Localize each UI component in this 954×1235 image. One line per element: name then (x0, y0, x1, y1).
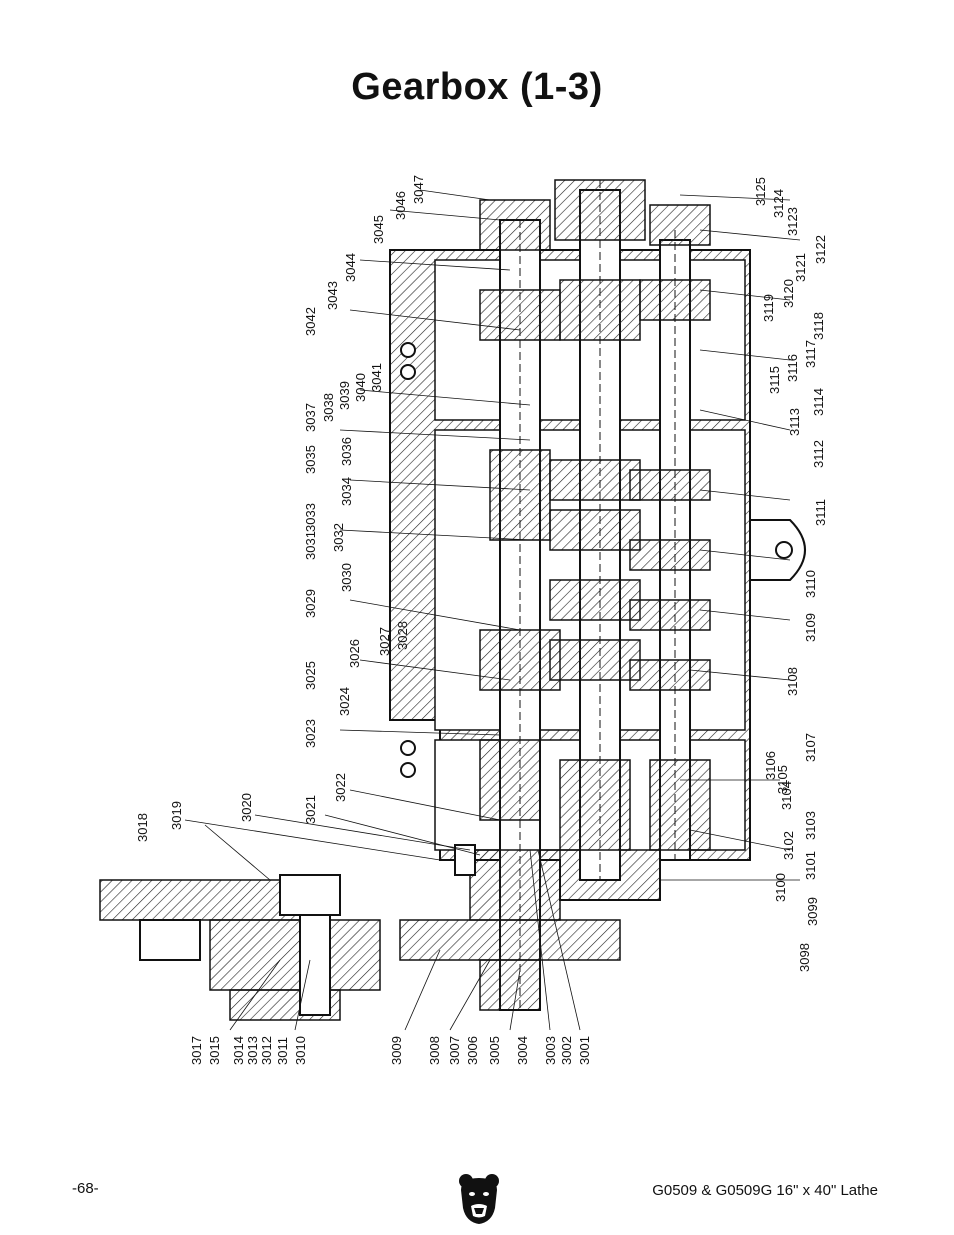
part-label: 3115 (767, 366, 782, 394)
manual-title: G0509 & G0509G 16" x 40" Lathe (652, 1182, 878, 1199)
part-label: 3120 (781, 279, 796, 308)
part-label: 3012 (259, 1036, 274, 1065)
part-label: 3117 (803, 340, 818, 368)
part-label: 3014 (231, 1036, 246, 1065)
part-label: 3038 (321, 393, 336, 422)
part-label: 3109 (803, 613, 818, 642)
part-label: 3015 (207, 1036, 222, 1065)
part-label: 3116 (785, 354, 800, 382)
part-label: 3003 (543, 1036, 558, 1065)
part-label: 3022 (333, 773, 348, 802)
bear-logo-icon (458, 1172, 500, 1226)
part-label: 3030 (339, 563, 354, 592)
part-label: 3031 (303, 531, 318, 560)
part-label: 3037 (303, 403, 318, 432)
part-label: 3025 (303, 661, 318, 690)
part-label: 3119 (761, 294, 776, 322)
part-label: 3001 (577, 1036, 592, 1065)
part-label: 3018 (135, 813, 150, 842)
part-label: 3004 (515, 1036, 530, 1065)
part-label: 3110 (803, 570, 818, 598)
part-label: 3027 (377, 627, 392, 656)
part-label: 3040 (353, 373, 368, 402)
gearbox-drawing (99, 179, 806, 1031)
part-label: 3006 (465, 1036, 480, 1065)
part-label: 3019 (169, 801, 184, 830)
part-label: 3111 (813, 499, 828, 526)
part-label: 3010 (293, 1036, 308, 1065)
part-label: 3021 (303, 795, 318, 824)
page-number: -68- (72, 1180, 99, 1197)
part-label: 3113 (787, 408, 802, 436)
part-label: 3009 (389, 1036, 404, 1065)
part-label: 3102 (781, 831, 796, 860)
part-label: 3029 (303, 589, 318, 618)
part-label: 3023 (303, 719, 318, 748)
part-label: 3039 (337, 381, 352, 410)
part-label: 3036 (339, 437, 354, 466)
part-label: 3017 (189, 1036, 204, 1065)
part-label: 3108 (785, 667, 800, 696)
part-label: 3034 (339, 477, 354, 506)
part-label: 3008 (427, 1036, 442, 1065)
page-title: Gearbox (1-3) (351, 66, 603, 108)
part-label: 3011 (275, 1037, 290, 1065)
part-label: 3121 (793, 253, 808, 282)
part-label: 3035 (303, 445, 318, 474)
part-label: 3046 (393, 191, 408, 220)
part-label: 3005 (487, 1036, 502, 1065)
part-label: 3112 (811, 440, 826, 468)
part-label: 3099 (805, 897, 820, 926)
part-label: 3123 (785, 207, 800, 236)
part-label: 3044 (343, 253, 358, 282)
part-label: 3100 (773, 873, 788, 902)
part-label: 3024 (337, 687, 352, 716)
part-label: 3107 (803, 733, 818, 762)
part-label: 3125 (753, 177, 768, 206)
part-label: 3098 (797, 943, 812, 972)
part-label: 3033 (303, 503, 318, 532)
part-label: 3101 (803, 851, 818, 880)
part-label: 3106 (763, 751, 778, 780)
part-label: 3124 (771, 189, 786, 218)
part-label: 3028 (395, 621, 410, 650)
part-label: 3118 (811, 312, 826, 340)
part-label: 3103 (803, 811, 818, 840)
part-label: 3020 (239, 793, 254, 822)
part-label: 3007 (447, 1036, 462, 1065)
part-label: 3032 (331, 523, 346, 552)
part-label: 3122 (813, 235, 828, 264)
part-label: 3026 (347, 639, 362, 668)
gearbox-exploded-diagram: 3017 3015 3014 3013 3012 3011 3010 3009 … (60, 160, 860, 1080)
part-label: 3042 (303, 307, 318, 336)
part-label: 3043 (325, 281, 340, 310)
part-label: 3041 (369, 363, 384, 392)
part-label: 3013 (245, 1036, 260, 1065)
part-label: 3045 (371, 215, 386, 244)
part-label: 3114 (811, 388, 826, 416)
part-label: 3047 (411, 175, 426, 204)
part-label: 3002 (559, 1036, 574, 1065)
